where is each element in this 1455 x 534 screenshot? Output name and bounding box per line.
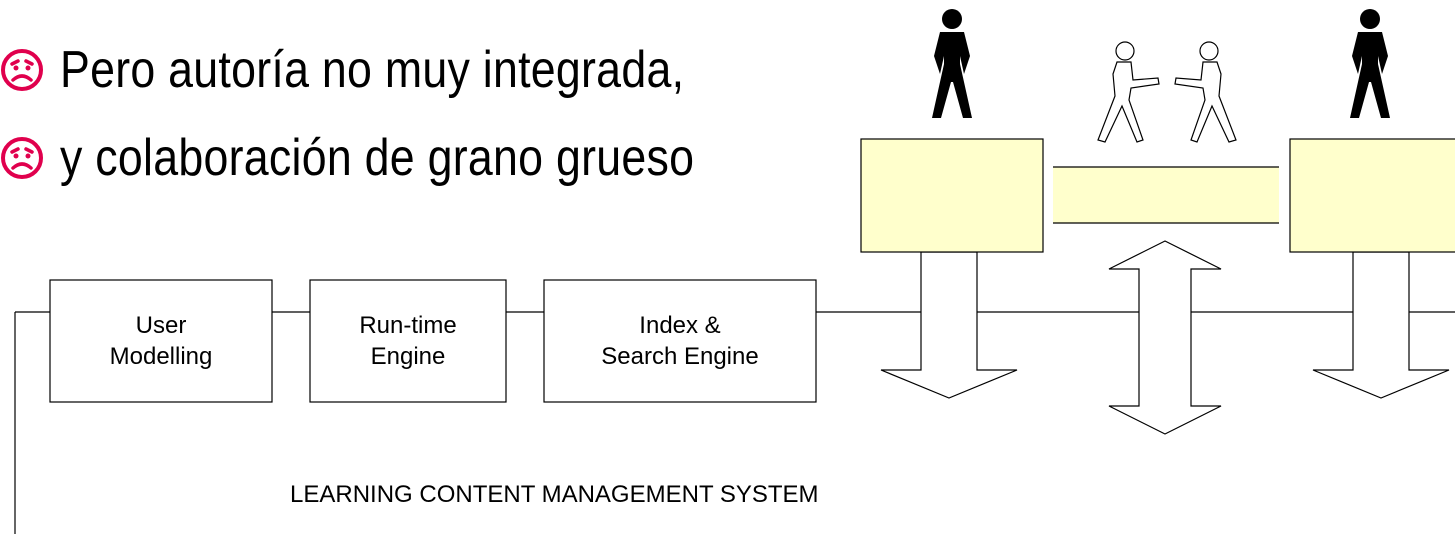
workspace-right bbox=[1289, 138, 1455, 253]
module-label-line1: User bbox=[135, 312, 187, 339]
module-box-user-modelling bbox=[49, 279, 273, 403]
person-icon bbox=[1350, 9, 1390, 118]
workspace-left bbox=[860, 138, 1044, 253]
module-runtime-engine: Run-time Engine bbox=[310, 280, 506, 402]
person-icon bbox=[932, 9, 972, 118]
module-box-runtime-engine bbox=[309, 279, 507, 403]
bullet-2: y colaboración de grano grueso bbox=[0, 128, 797, 188]
module-label-line1: Run-time bbox=[359, 312, 457, 339]
sad-face-icon bbox=[1, 49, 43, 91]
sad-face-icon bbox=[1, 137, 43, 179]
module-label-line1: Index & bbox=[639, 312, 721, 339]
handshake-icon bbox=[1097, 41, 1237, 143]
double-arrow-middle bbox=[1108, 240, 1222, 435]
module-label-line2: Modelling bbox=[109, 343, 213, 370]
module-label-line2: Engine bbox=[370, 343, 446, 370]
down-arrow-right bbox=[1312, 251, 1450, 399]
bullet-1-text: Pero autoría no muy integrada, bbox=[60, 41, 685, 99]
system-label: LEARNING CONTENT MANAGEMENT SYSTEM bbox=[290, 481, 819, 508]
module-label-line2: Search Engine bbox=[601, 343, 759, 370]
module-index-search-engine: Index & Search Engine bbox=[544, 280, 816, 402]
module-user-modelling: User Modelling bbox=[50, 280, 272, 402]
bullet-2-text: y colaboración de grano grueso bbox=[60, 129, 695, 187]
module-box-index-search bbox=[543, 279, 817, 403]
bullet-1: Pero autoría no muy integrada, bbox=[0, 40, 786, 100]
down-arrow-left bbox=[880, 251, 1018, 399]
shared-workspace bbox=[1053, 167, 1279, 223]
